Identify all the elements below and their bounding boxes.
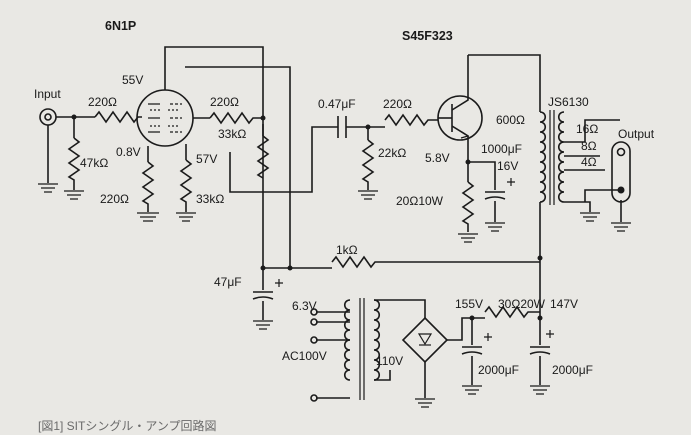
capacitor-47 <box>252 291 274 300</box>
capacitor-2000-a <box>461 346 483 355</box>
resistor-220-gate <box>384 113 438 127</box>
ground-gate <box>358 190 378 200</box>
ground-rect <box>415 398 435 408</box>
wire-source-cap <box>468 161 496 190</box>
label-v-source: 5.8V <box>425 151 450 165</box>
label-c-filter-b: 2000μF <box>552 363 593 377</box>
resistor-20-10w <box>461 181 475 232</box>
resistor-220-plate <box>209 111 263 125</box>
ground-decouple <box>253 320 273 330</box>
resistor-220-input <box>94 110 142 124</box>
label-v-out: 147V <box>550 297 578 311</box>
power-transformer <box>343 298 381 400</box>
ground-cap-1000 <box>485 222 505 232</box>
wire-heater <box>316 311 350 323</box>
resistor-33k-b <box>256 135 270 179</box>
ground-secondary <box>580 212 600 222</box>
output-terminal <box>611 141 631 203</box>
label-r-filter: 30Ω20W <box>498 297 546 311</box>
label-c-filter-a: 2000μF <box>478 363 519 377</box>
ground-input <box>64 190 84 200</box>
label-input: Input <box>34 87 61 101</box>
label-fet: S45F323 <box>402 29 453 43</box>
label-r-gate-series: 220Ω <box>383 97 412 111</box>
wire-sec-a <box>374 299 426 318</box>
label-secondary: 110V <box>376 354 403 368</box>
label-output: Output <box>618 127 655 141</box>
label-tap-16: 16Ω <box>576 122 598 136</box>
polarity-plus-2000-b <box>546 330 554 338</box>
wire-out-neg <box>584 189 620 202</box>
mains-terminal-b <box>310 394 318 402</box>
label-r-in-shunt: 47kΩ <box>80 156 108 170</box>
label-v-b: 57V <box>196 152 217 166</box>
polarity-plus-1000 <box>507 178 515 186</box>
capacitor-2000-b <box>529 346 551 355</box>
resistor-1k <box>331 255 540 269</box>
heater-terminal-b <box>310 318 318 326</box>
label-c-source: 1000μF <box>481 142 522 156</box>
wire-sec-b <box>374 370 391 381</box>
label-heater: 6.3V <box>292 299 317 313</box>
label-r-load-b: 33kΩ <box>196 192 224 206</box>
label-v-plate: 55V <box>122 73 143 87</box>
label-tap-8: 8Ω <box>581 139 597 153</box>
label-r-cathode: 220Ω <box>100 192 129 206</box>
label-v-cathode: 0.8V <box>116 145 141 159</box>
label-r-source: 20Ω10W <box>396 194 444 208</box>
label-r-in-series: 220Ω <box>88 95 117 109</box>
label-r-gate-shunt: 22kΩ <box>378 146 406 160</box>
heater-terminal-a <box>310 308 318 316</box>
resistor-22k <box>361 139 375 190</box>
wire-plate-supply <box>164 46 264 270</box>
label-transformer: JS6130 <box>548 95 589 109</box>
ground-output <box>611 222 631 232</box>
node-plate <box>260 115 266 121</box>
label-r-decouple: 1kΩ <box>336 243 358 257</box>
polarity-plus-47 <box>275 279 283 287</box>
label-tap-4: 4Ω <box>581 155 597 169</box>
wire-drain <box>468 54 541 112</box>
polarity-plus-2000-a <box>484 333 492 341</box>
label-r-load-a: 33kΩ <box>218 127 246 141</box>
node-147 <box>537 315 543 321</box>
tube-6n1p <box>136 89 194 147</box>
resistor-30-20w <box>484 305 540 319</box>
ground-load-a <box>176 212 196 222</box>
label-c-coupling: 0.47μF <box>318 97 356 111</box>
ground-filter-a <box>462 385 482 395</box>
node-b-plus-mid <box>287 265 293 271</box>
figure-caption: [図1] SITシングル・アンプ回路図 <box>38 418 217 433</box>
resistor-47k <box>67 137 81 190</box>
label-mains: AC100V <box>282 349 327 363</box>
transformer-js6130 <box>539 110 565 205</box>
wire-rect-plus <box>447 317 485 341</box>
capacitor-047 <box>337 116 347 138</box>
input-jack <box>38 108 58 193</box>
label-tube: 6N1P <box>105 19 136 33</box>
label-c-decouple: 47μF <box>214 275 242 289</box>
capacitor-1000 <box>484 191 506 200</box>
transistor-s45f323 <box>437 55 483 162</box>
wire-to-coupling <box>229 126 338 193</box>
wire-tap-com <box>564 201 591 212</box>
ground-filter-b <box>530 385 550 395</box>
resistor-220-cathode <box>141 161 155 212</box>
resistor-33k-a <box>179 159 193 212</box>
label-r-plate: 220Ω <box>210 95 239 109</box>
ground-cathode <box>137 212 159 222</box>
mains-terminal-a <box>310 336 318 344</box>
bridge-rectifier <box>401 316 449 364</box>
ground-source <box>458 233 478 243</box>
label-c-source-v: 16V <box>497 159 518 173</box>
wire-tap-16 <box>564 119 620 143</box>
label-v-rect: 155V <box>455 297 483 311</box>
label-tap-600: 600Ω <box>496 113 525 127</box>
wire-b-plus-line <box>185 66 291 270</box>
